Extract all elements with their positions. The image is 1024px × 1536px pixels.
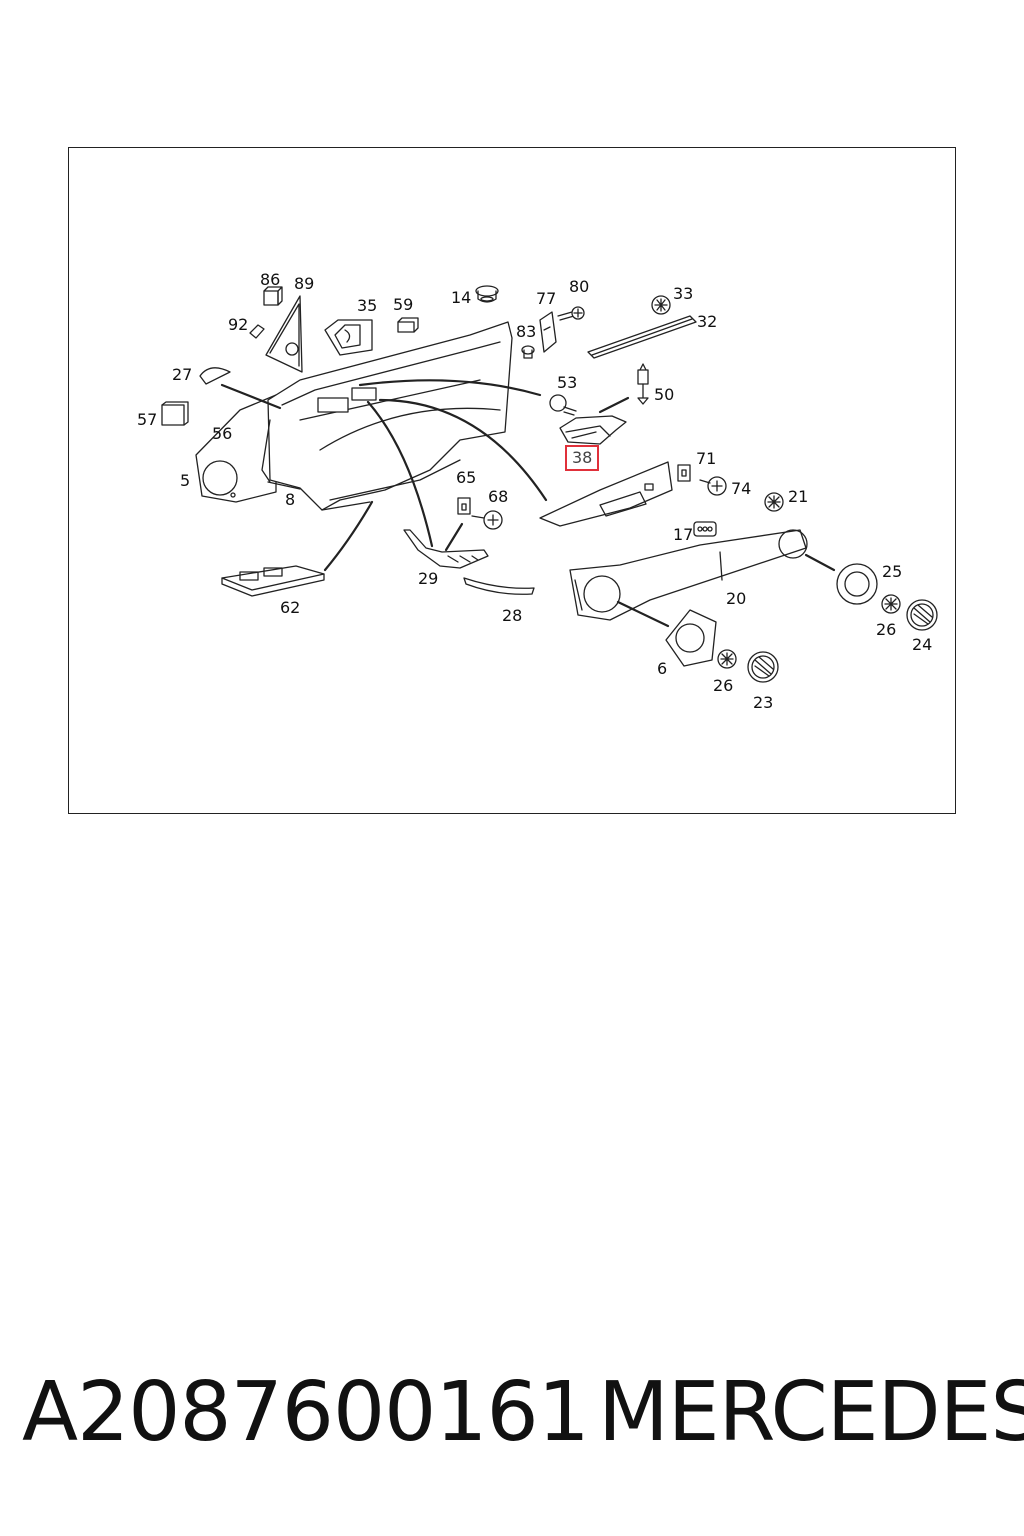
part-6-speaker-mount [665, 609, 717, 667]
part-28-trim-strip [463, 577, 535, 595]
callout-89: 89 [294, 274, 315, 293]
part-59-switch [397, 317, 419, 333]
part-number: A2087600161 [22, 1365, 590, 1460]
callout-35: 35 [357, 296, 378, 315]
part-14-grommet [475, 285, 499, 303]
callout-32: 32 [697, 312, 718, 331]
part-armrest-switch-panel [539, 461, 673, 527]
callout-50: 50 [654, 385, 675, 404]
part-65-clip [457, 497, 471, 515]
callout-62: 62 [280, 598, 301, 617]
part-89-mirror-cover [265, 295, 303, 373]
callout-8: 8 [285, 490, 296, 509]
part-62-storage-tray [221, 565, 325, 597]
part-35-door-handle [324, 319, 373, 356]
callout-25: 25 [882, 562, 903, 581]
part-57-pad [161, 401, 189, 426]
part-68-screw [471, 510, 503, 530]
callout-80: 80 [569, 277, 590, 296]
callout-38-highlighted[interactable]: 38 [565, 445, 600, 471]
part-17-connector [693, 521, 717, 537]
part-77-bracket [539, 311, 557, 353]
callout-92: 92 [228, 315, 249, 334]
callout-53: 53 [557, 373, 578, 392]
part-71-clip [677, 464, 691, 482]
part-25-speaker-ring [836, 563, 878, 605]
callout-68: 68 [488, 487, 509, 506]
callout-33: 33 [673, 284, 694, 303]
callout-14: 14 [451, 288, 472, 307]
part-86-clip [263, 286, 283, 306]
part-38-armrest-bracket [559, 415, 627, 445]
part-26-grille [881, 594, 901, 614]
callout-28: 28 [502, 606, 523, 625]
callout-59: 59 [393, 295, 414, 314]
callout-26-right: 26 [876, 620, 897, 639]
callout-27: 27 [172, 365, 193, 384]
part-27-tweeter-cover [199, 367, 231, 385]
part-33-cap [651, 295, 671, 315]
callout-29: 29 [418, 569, 439, 588]
callout-57: 57 [137, 410, 158, 429]
part-26-grille-lower [717, 649, 737, 669]
part-92-clip [249, 324, 265, 339]
part-53-bolt [549, 394, 577, 416]
part-21-cap [764, 492, 784, 512]
callout-23: 23 [753, 693, 774, 712]
callout-26-lower: 26 [713, 676, 734, 695]
callout-71: 71 [696, 449, 717, 468]
brand-name: MERCEDES [598, 1365, 1024, 1460]
callout-21: 21 [788, 487, 809, 506]
part-29-handle-trim [403, 529, 489, 569]
callout-83: 83 [516, 322, 537, 341]
callout-77: 77 [536, 289, 557, 308]
callout-5: 5 [180, 471, 191, 490]
leader-lines [220, 379, 836, 628]
part-74-screw [699, 476, 727, 496]
part-80-screw [557, 306, 585, 321]
callout-20: 20 [726, 589, 747, 608]
part-20-lower-panel [569, 529, 808, 621]
callout-56: 56 [212, 424, 233, 443]
part-23-speaker-grille [747, 651, 779, 683]
footer: A2087600161 MERCEDES [0, 1372, 1024, 1482]
part-50-clip [637, 363, 649, 405]
part-24-speaker-grille [906, 599, 938, 631]
part-5-inner-panel [195, 394, 277, 503]
part-8-door-trim-panel [261, 321, 513, 511]
callout-17: 17 [673, 525, 694, 544]
callout-74: 74 [731, 479, 752, 498]
part-83-plug [521, 345, 535, 359]
part-32-trim-strip [587, 315, 697, 359]
callout-65: 65 [456, 468, 477, 487]
callout-86: 86 [260, 270, 281, 289]
callout-24: 24 [912, 635, 933, 654]
callout-6: 6 [657, 659, 668, 678]
